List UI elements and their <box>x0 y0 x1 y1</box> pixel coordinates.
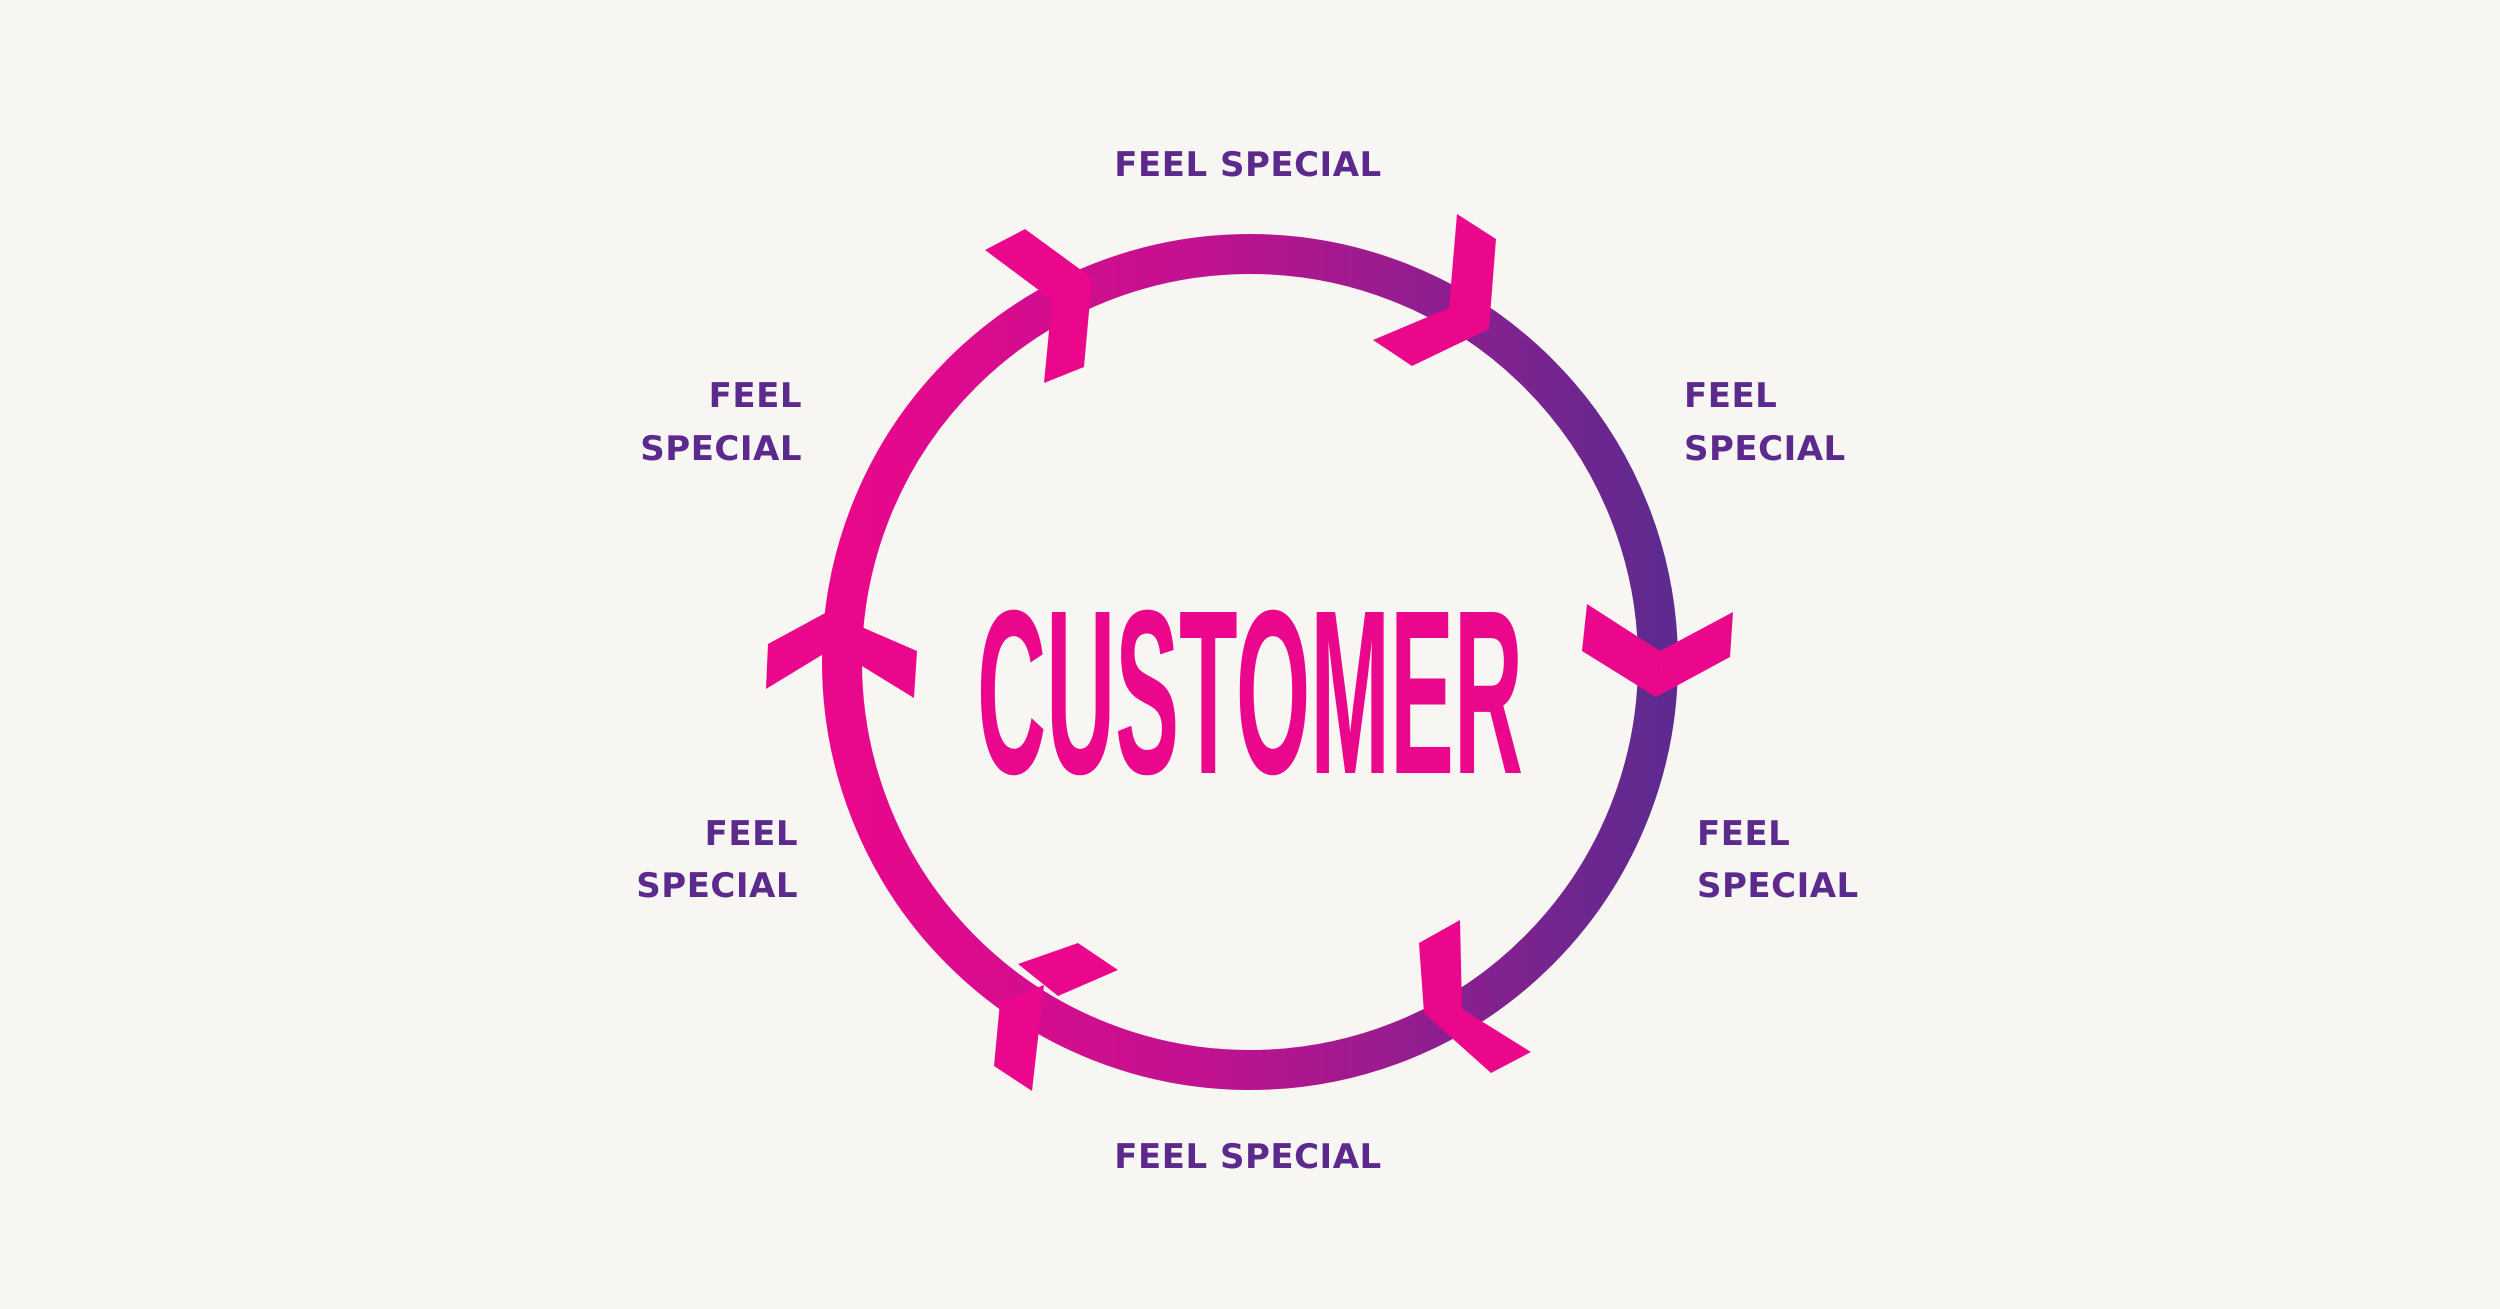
label-lower-left-line1: FEEL <box>705 814 798 854</box>
label-top: FEEL SPECIAL <box>1114 145 1381 185</box>
label-upper-right-line2: SPECIAL <box>1684 429 1846 469</box>
label-bottom: FEEL SPECIAL <box>1114 1137 1381 1177</box>
label-upper-right-line1: FEEL <box>1684 376 1777 416</box>
arrow-bottom-left-icon <box>994 943 1118 1091</box>
arrow-left-icon <box>766 612 917 698</box>
label-upper-left-line1: FEEL <box>709 376 802 416</box>
center-word: CUSTOMER <box>977 561 1523 823</box>
arrow-bottom-right-icon <box>1419 920 1531 1073</box>
label-lower-right-line2: SPECIAL <box>1697 866 1859 906</box>
arrow-top-right-icon <box>1373 214 1496 366</box>
label-lower-right-line1: FEEL <box>1697 814 1790 854</box>
label-lower-left-line2: SPECIAL <box>636 866 798 906</box>
arrow-top-left-icon <box>985 229 1092 383</box>
arrow-right-icon <box>1582 604 1733 697</box>
label-upper-left-line2: SPECIAL <box>640 429 802 469</box>
